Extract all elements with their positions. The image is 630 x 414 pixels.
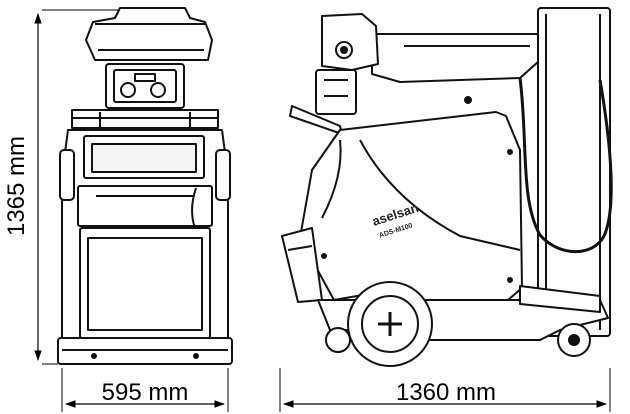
side-length-dimension-label: 1360 mm [396, 379, 496, 406]
side-collimator [315, 69, 357, 115]
side-arm [371, 33, 539, 83]
front-width-dimension: 595 mm [61, 368, 229, 412]
front-width-dimension-label: 595 mm [102, 379, 189, 406]
side-main-wheel [347, 281, 433, 367]
side-length-dimension: 1360 mm [279, 368, 611, 412]
height-dimension: 1365 mm [3, 9, 118, 365]
front-view [57, 7, 233, 365]
side-tube-head [321, 13, 379, 71]
height-dimension-label: 1365 mm [3, 136, 30, 236]
side-view [281, 7, 613, 367]
side-cable [518, 77, 613, 254]
side-caster-wheel [557, 323, 591, 357]
front-tube-head [85, 7, 213, 61]
